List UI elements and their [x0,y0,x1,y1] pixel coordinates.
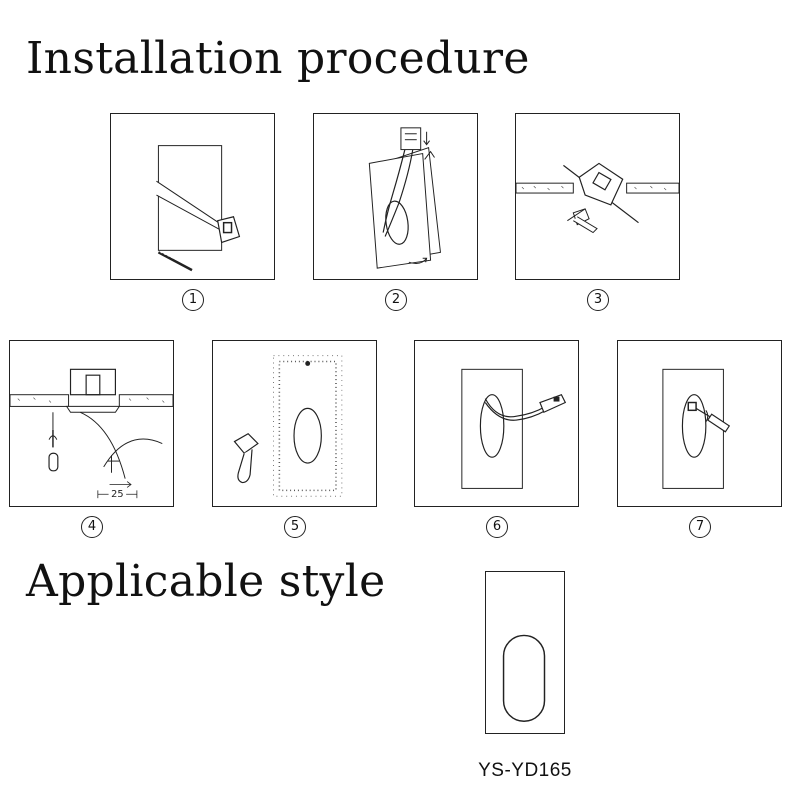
insert-fixture-illustration [516,162,679,234]
step-3-panel [515,113,680,280]
installation-procedure-heading: Installation procedure [26,33,530,84]
step-1-number: 1 [182,289,204,311]
step-2-number: 2 [385,289,407,311]
faceplate-opening-outline [502,634,546,722]
model-name: YS-YD165 [478,760,572,781]
step-5-panel [212,340,377,507]
applicable-style-heading: Applicable style [26,556,386,607]
model-faceplate [485,571,565,734]
step-7-number: 7 [689,516,711,538]
step-1-panel [110,113,275,280]
step-6-panel [414,340,579,507]
connect-plug-illustration [461,368,567,489]
ceiling-section-illustration: 25 [10,368,173,500]
saw-cutting-illustration [156,145,241,272]
wiring-illustration [368,127,441,269]
fasten-screw-illustration [662,368,731,489]
step-5-number: 5 [284,516,306,538]
step-4-panel: 25 [9,340,174,507]
seal-edges-illustration [233,355,343,497]
step-3-number: 3 [587,289,609,311]
step-2-panel [313,113,478,280]
step-4-number: 4 [81,516,103,538]
step-6-number: 6 [486,516,508,538]
dimension-label: 25 [111,489,123,500]
step-7-panel [617,340,782,507]
